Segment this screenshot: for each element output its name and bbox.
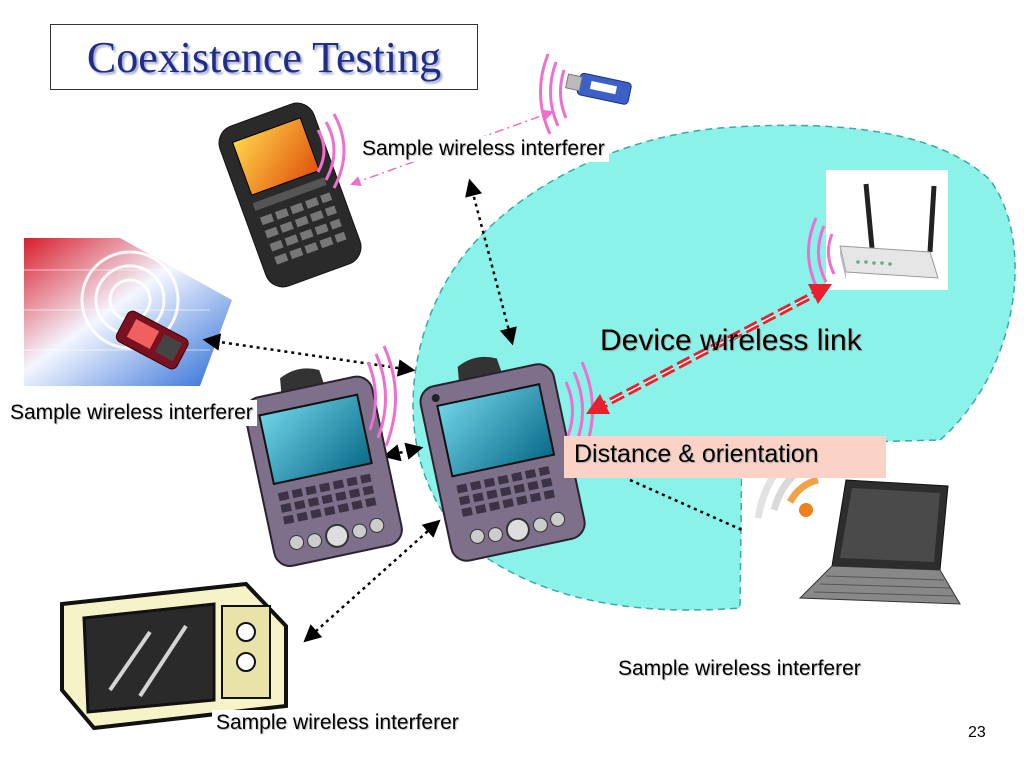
device-link-label: Device wireless link: [600, 324, 862, 357]
interference-link: [350, 109, 554, 187]
signal-waves-icon: [366, 345, 398, 447]
pda-device-icon: [419, 356, 586, 562]
interferer-label-left: Sample wireless interferer: [6, 400, 257, 427]
device-link-arrow: [586, 284, 832, 414]
title-box: Coexistence Testing: [50, 24, 478, 90]
usb-adapter-icon: [565, 72, 632, 105]
slide-title: Coexistence Testing: [86, 32, 442, 82]
signal-waves-icon: [806, 217, 836, 291]
connection-arrows: [202, 178, 800, 643]
distance-orientation-box: Distance & orientation: [564, 436, 886, 478]
pda-device-icon: [243, 368, 403, 567]
signal-waves-icon: [539, 53, 568, 135]
smartphone-icon: [218, 102, 362, 288]
flip-phone-icon: [24, 238, 232, 386]
interferer-label-bottom-left: Sample wireless interferer: [212, 710, 463, 737]
page-number: 23: [968, 724, 986, 741]
signal-waves-icon: [316, 113, 346, 189]
wireless-router-icon: [826, 170, 948, 290]
interferer-label-top: Sample wireless interferer: [358, 136, 609, 163]
arrow-between-devices: [382, 442, 424, 462]
arrow-to-microwave: [303, 519, 441, 643]
arrow-to-laptop: [629, 478, 800, 557]
interferer-label-bottom-right: Sample wireless interferer: [618, 657, 861, 680]
